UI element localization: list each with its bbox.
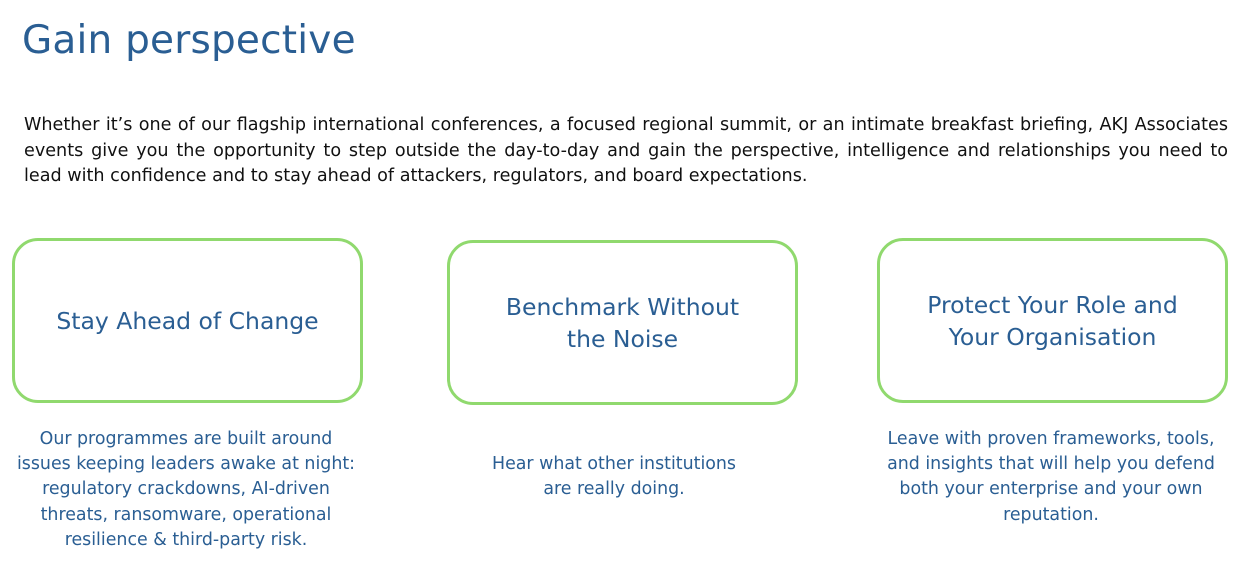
card-benchmark: Benchmark Without the Noise — [447, 240, 798, 405]
description-line: regulatory crackdowns, AI-driven — [42, 479, 330, 500]
description-line: resilience & third-party risk. — [64, 529, 308, 550]
description-line: Our programmes are built around — [39, 429, 333, 449]
page-title: Gain perspective — [22, 18, 356, 63]
card-protect-role: Protect Your Role and Your Organisation — [877, 238, 1228, 403]
description-line: both your enterprise and your own — [899, 479, 1203, 500]
description-line: are really doing. — [543, 479, 685, 500]
card-stay-ahead: Stay Ahead of Change — [12, 238, 363, 403]
card-description-protect-role: Leave with proven frameworks, tools, and… — [870, 427, 1232, 528]
card-heading-line: Benchmark Without — [505, 292, 740, 321]
card-heading-line: the Noise — [566, 324, 679, 353]
description-line: issues keeping leaders awake at night: — [16, 454, 356, 475]
intro-paragraph: Whether it’s one of our flagship interna… — [24, 115, 1228, 186]
card-heading-line: Stay Ahead of Change — [56, 306, 319, 335]
card-description-benchmark: Hear what other institutions are really … — [434, 452, 794, 502]
description-line: threats, ransomware, operational — [40, 504, 332, 525]
description-line: reputation. — [1003, 504, 1099, 525]
description-line: and insights that will help you defend — [887, 454, 1215, 475]
card-heading-line: Your Organisation — [948, 322, 1157, 351]
description-line: Leave with proven frameworks, tools, — [887, 429, 1215, 449]
card-description-stay-ahead: Our programmes are built around issues k… — [6, 427, 366, 553]
description-line: Hear what other institutions — [492, 454, 736, 474]
card-heading-line: Protect Your Role and — [927, 290, 1178, 319]
